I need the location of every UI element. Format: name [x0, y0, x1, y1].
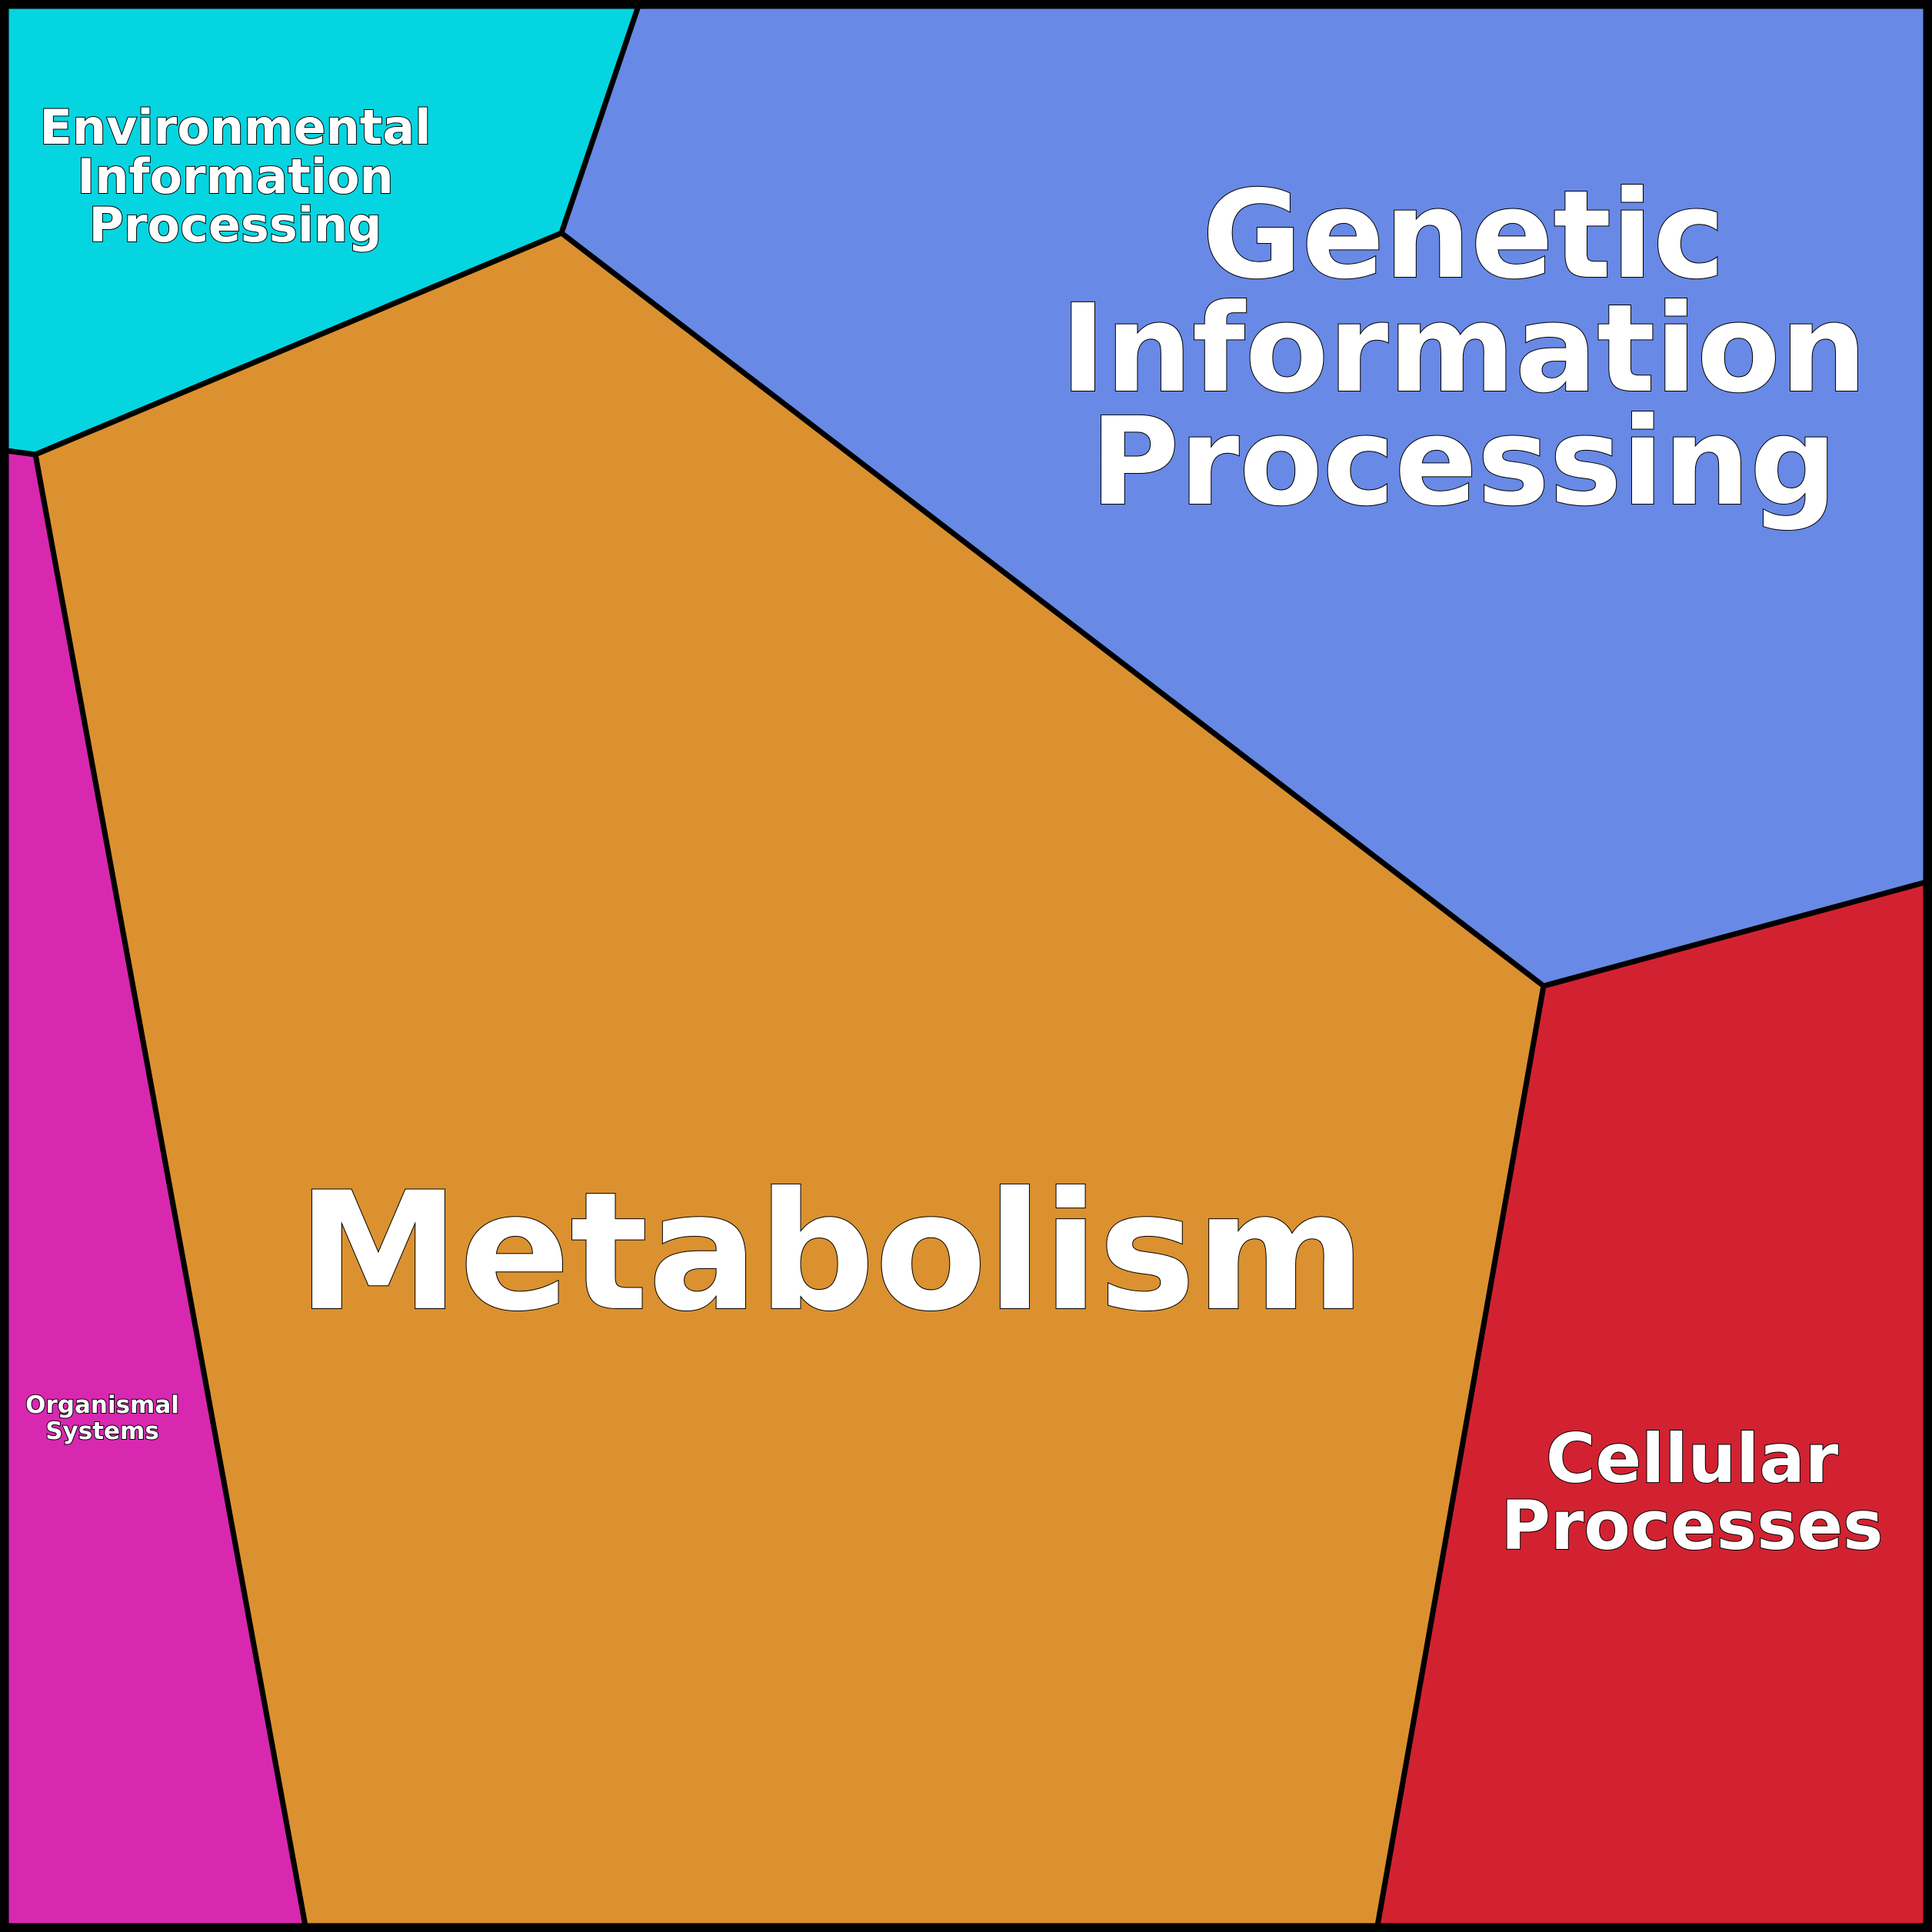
label-line: Metabolism — [298, 1157, 1366, 1347]
label-line: Organismal — [25, 1391, 179, 1419]
label-line: Processing — [89, 197, 382, 253]
label-line: Systems — [45, 1417, 159, 1445]
label-line: Information — [77, 148, 393, 205]
label-line: Genetic — [1202, 165, 1725, 306]
label-line: Processing — [1091, 391, 1837, 533]
label-genetic: Genetic Information Processing — [1060, 164, 1867, 534]
label-metabolism: Metabolism — [297, 1156, 1367, 1347]
label-line: Environmental — [40, 99, 431, 155]
label-environmental: Environmental Information Processing — [39, 98, 432, 254]
label-organismal: Organismal Systems — [25, 1391, 180, 1446]
label-line: Processes — [1501, 1486, 1883, 1565]
label-line: Cellular — [1546, 1419, 1839, 1498]
label-line: Information — [1061, 278, 1867, 420]
label-cellular: Cellular Processes — [1500, 1418, 1884, 1566]
